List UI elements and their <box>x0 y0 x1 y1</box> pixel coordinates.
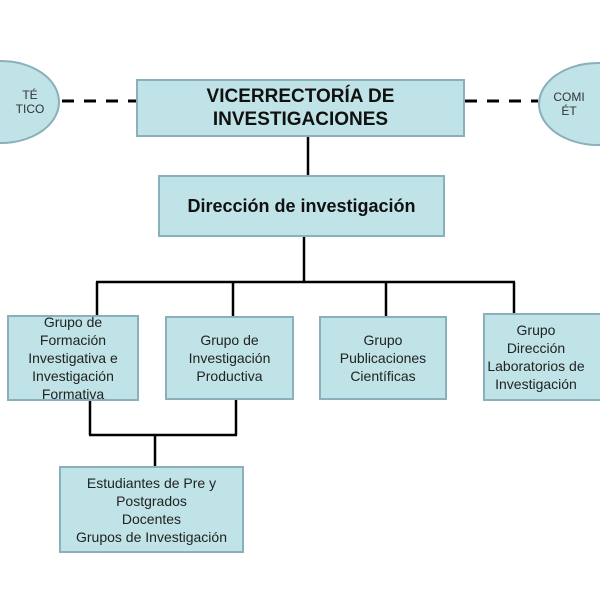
direccion-node: Dirección de investigación <box>158 175 445 237</box>
comite-left-line-1: TÉ <box>22 88 38 102</box>
grupo-formacion-line-4: Investigación <box>32 368 114 384</box>
grupo-productiva-line-3: Productiva <box>196 368 263 384</box>
grupo-laboratorios-node: Grupo Dirección Laboratorios de Investig… <box>483 313 600 401</box>
direccion-label: Dirección de investigación <box>187 195 416 216</box>
grupo-publicaciones-line-2: Publicaciones <box>339 350 427 366</box>
estudiantes-line-4: Grupos de Investigación <box>76 528 227 545</box>
grupo-formacion-line-5: Formativa <box>41 386 105 402</box>
comite-left-line-2: TICO <box>15 102 45 116</box>
comite-right-line-2: ÉT <box>561 104 577 118</box>
grupo-publicaciones-node: Grupo Publicaciones Científicas <box>319 316 447 400</box>
vicerrectoria-line-1: VICERRECTORÍA DE <box>206 86 395 107</box>
grupo-laboratorios-line-1: Grupo <box>516 322 556 338</box>
grupo-productiva-node: Grupo de Investigación Productiva <box>165 316 294 400</box>
grupo-laboratorios-line-2: Dirección <box>506 340 566 356</box>
grupo-formacion-node: Grupo de Formación Investigativa e Inves… <box>7 314 139 402</box>
vicerrectoria-node: VICERRECTORÍA DE INVESTIGACIONES <box>136 79 465 137</box>
estudiantes-line-1: Estudiantes de Pre y <box>86 474 217 491</box>
estudiantes-line-3: Docentes <box>121 510 182 527</box>
grupo-formacion-line-2: Formación <box>39 332 107 348</box>
grupo-publicaciones-line-1: Grupo <box>363 332 403 348</box>
estudiantes-line-2: Postgrados <box>116 492 187 509</box>
grupo-laboratorios-line-4: Investigación <box>495 376 577 392</box>
comite-right-line-1: COMI <box>553 90 585 104</box>
grupo-publicaciones-line-3: Científicas <box>350 368 416 384</box>
vicerrectoria-line-2: INVESTIGACIONES <box>212 109 389 130</box>
grupo-productiva-line-2: Investigación <box>188 350 271 366</box>
grupo-formacion-line-1: Grupo de <box>43 314 103 330</box>
grupo-formacion-line-3: Investigativa e <box>28 350 118 366</box>
grupo-productiva-line-1: Grupo de <box>200 332 259 348</box>
estudiantes-node: Estudiantes de Pre y Postgrados Docentes… <box>59 466 244 553</box>
grupo-laboratorios-line-3: Laboratorios de <box>487 358 585 374</box>
